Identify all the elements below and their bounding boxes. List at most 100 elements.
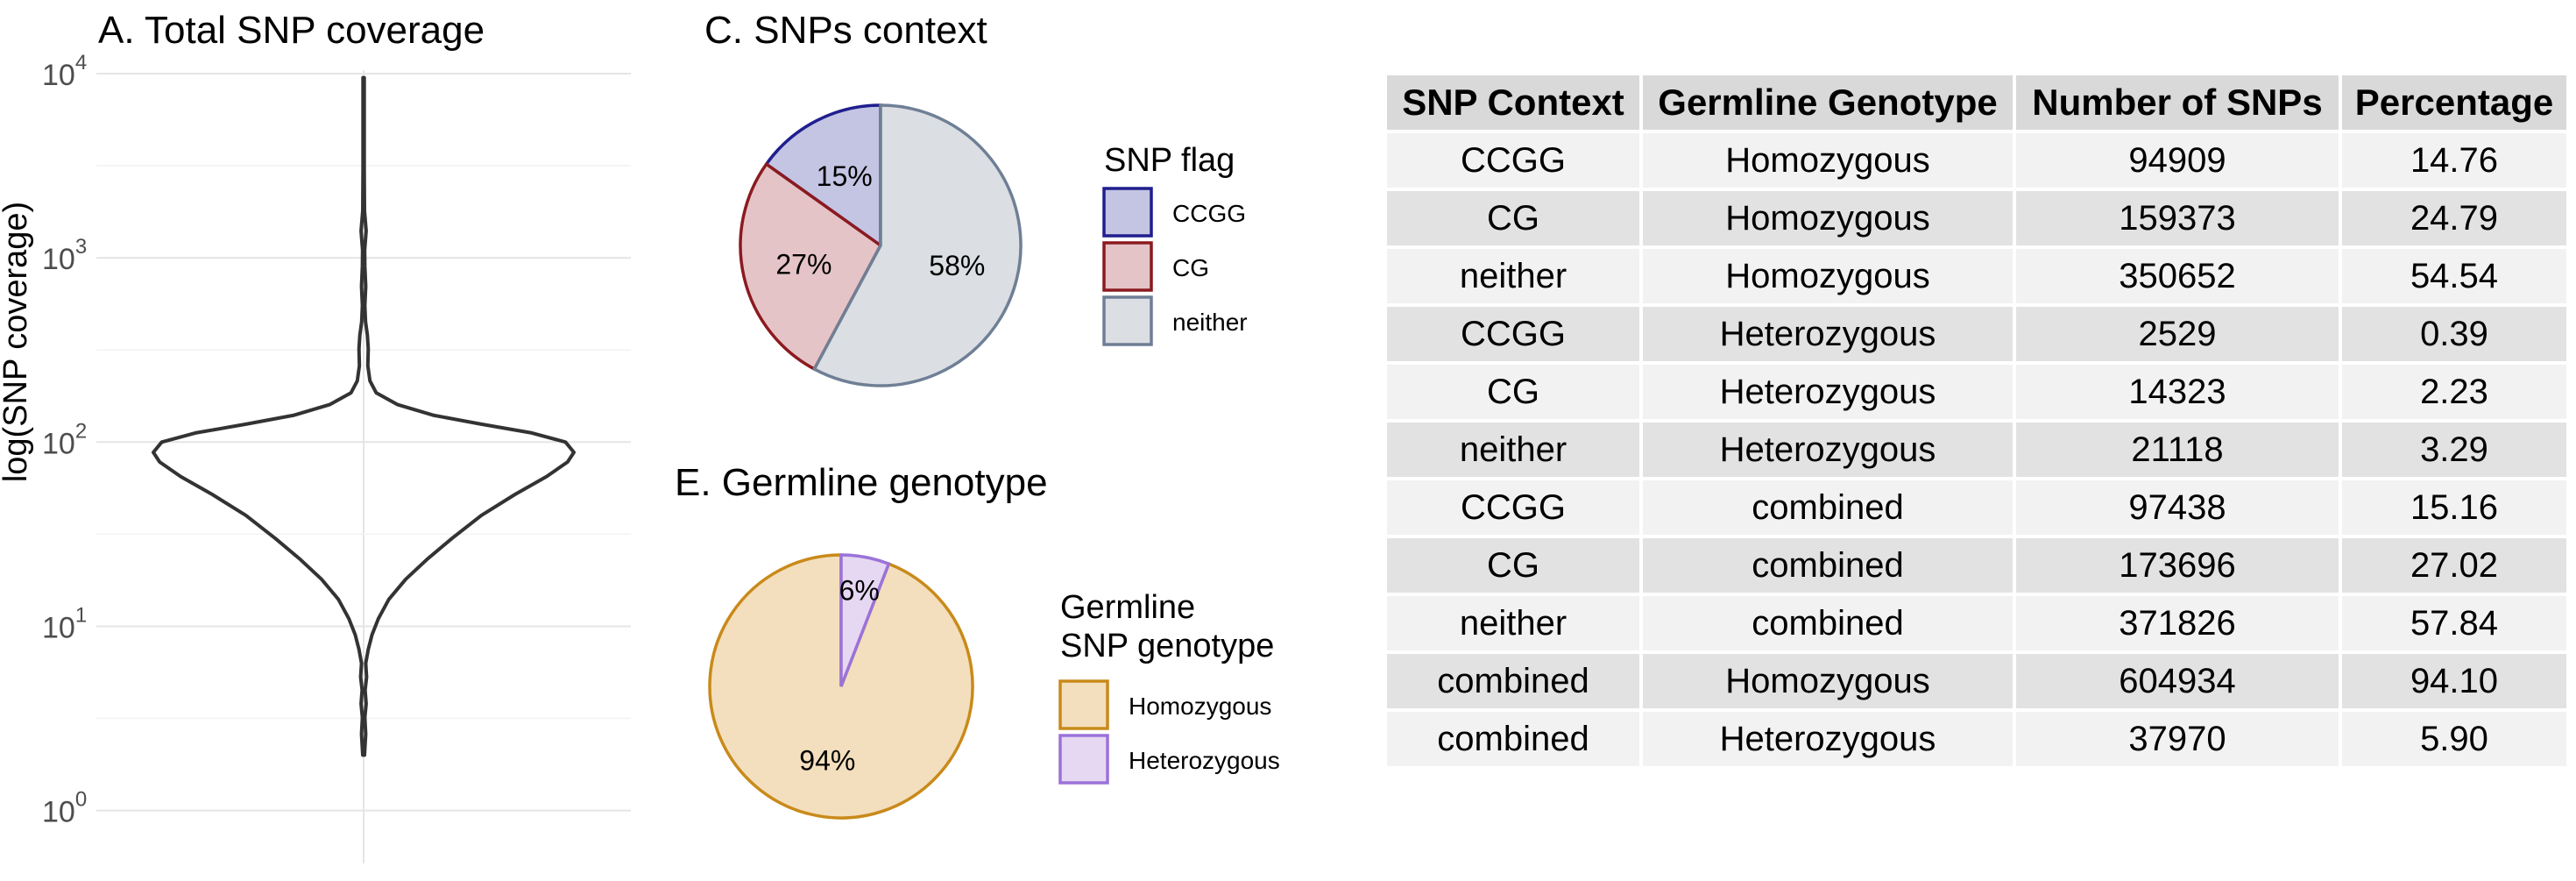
pie-genotype-slices bbox=[708, 553, 974, 820]
cell-context: CG bbox=[1384, 361, 1643, 423]
pie-genotype-legend-title-line1: Germline bbox=[1060, 589, 1195, 626]
cell-percentage: 2.23 bbox=[2339, 361, 2570, 423]
pie-genotype-title: E. Germline genotype bbox=[675, 461, 1048, 504]
cell-number: 14323 bbox=[2013, 361, 2342, 423]
pie-genotype-legend-label: Homozygous bbox=[1129, 693, 1271, 720]
pie-context-title: C. SNPs context bbox=[704, 9, 987, 52]
pie-context-slice-neither bbox=[812, 103, 1023, 387]
cell-context: combined bbox=[1384, 708, 1643, 770]
pie-context-legend-label: CG bbox=[1172, 254, 1209, 281]
pie-context-legend-swatch bbox=[1102, 295, 1153, 346]
cell-context: CG bbox=[1384, 188, 1643, 249]
violin-y-tick-label: 102 bbox=[42, 419, 87, 460]
pie-genotype-slice-label: 94% bbox=[799, 745, 855, 777]
violin-y-tick-label: 103 bbox=[42, 235, 87, 276]
cell-context: combined bbox=[1384, 650, 1643, 712]
pie-context-slices bbox=[739, 103, 1023, 387]
cell-number: 97438 bbox=[2013, 477, 2342, 538]
cell-genotype: Homozygous bbox=[1639, 130, 2016, 191]
pie-genotype-chart: 94% 6% Germline SNP genotype HomozygousHe… bbox=[708, 553, 1280, 820]
cell-genotype: Heterozygous bbox=[1639, 708, 2016, 770]
pie-context-slice-label: 15% bbox=[817, 160, 873, 192]
violin-y-axis-label: log(SNP coverage) bbox=[0, 202, 34, 482]
cell-context: CCGG bbox=[1384, 130, 1643, 191]
cell-percentage: 27.02 bbox=[2339, 535, 2570, 596]
cell-genotype: Homozygous bbox=[1639, 650, 2016, 712]
pie-context-legend: CCGG CG neither bbox=[1102, 187, 1248, 346]
cell-percentage: 0.39 bbox=[2339, 303, 2570, 365]
pie-context-slice-cg bbox=[739, 161, 883, 372]
pie-genotype-legend-label: Heterozygous bbox=[1129, 747, 1280, 774]
cell-number: 2529 bbox=[2013, 303, 2342, 365]
cell-number: 21118 bbox=[2013, 419, 2342, 480]
pie-context-legend-title: SNP flag bbox=[1104, 142, 1235, 179]
pie-context-chart: 15% 27% 58% SNP flag CCGG CG neither bbox=[739, 103, 1248, 387]
cell-context: neither bbox=[1384, 593, 1643, 654]
pie-context-legend-label: CCGG bbox=[1172, 200, 1246, 227]
pie-genotype-legend-swatch bbox=[1058, 734, 1109, 785]
header-snp-context: SNP Context bbox=[1384, 72, 1643, 133]
cell-number: 173696 bbox=[2013, 535, 2342, 596]
pie-genotype-legend-title-line2: SNP genotype bbox=[1060, 628, 1274, 664]
pie-genotype-legend-swatch bbox=[1058, 679, 1109, 730]
cell-number: 159373 bbox=[2013, 188, 2342, 249]
cell-genotype: combined bbox=[1639, 477, 2016, 538]
cell-context: CCGG bbox=[1384, 303, 1643, 365]
header-number-of-snps: Number of SNPs bbox=[2013, 72, 2342, 133]
cell-genotype: Heterozygous bbox=[1639, 419, 2016, 480]
pie-context-legend-swatch bbox=[1102, 241, 1153, 292]
cell-context: CCGG bbox=[1384, 477, 1643, 538]
header-germline-genotype: Germline Genotype bbox=[1639, 72, 2016, 133]
cell-genotype: combined bbox=[1639, 593, 2016, 654]
cell-percentage: 5.90 bbox=[2339, 708, 2570, 770]
pie-context-slice-label: 27% bbox=[775, 249, 832, 281]
snp-summary-table: SNP Context Germline Genotype Number of … bbox=[1384, 72, 2570, 770]
table-header-row: SNP Context Germline Genotype Number of … bbox=[1384, 72, 2570, 133]
violin-shape bbox=[152, 75, 576, 757]
violin-y-tick-label: 104 bbox=[42, 53, 87, 92]
pie-context-legend-label: neither bbox=[1172, 309, 1248, 336]
cell-context: neither bbox=[1384, 245, 1643, 307]
cell-number: 94909 bbox=[2013, 130, 2342, 191]
pie-genotype-labels: 94% 6% bbox=[799, 574, 880, 776]
cell-number: 371826 bbox=[2013, 593, 2342, 654]
pie-genotype-slice-heterozygous bbox=[839, 553, 891, 687]
cell-genotype: Heterozygous bbox=[1639, 303, 2016, 365]
cell-percentage: 57.84 bbox=[2339, 593, 2570, 654]
pie-context-slice-ccgg bbox=[764, 103, 882, 249]
cell-percentage: 54.54 bbox=[2339, 245, 2570, 307]
pie-context-slice-label: 58% bbox=[929, 250, 985, 281]
cell-number: 350652 bbox=[2013, 245, 2342, 307]
violin-title: A. Total SNP coverage bbox=[98, 9, 485, 52]
pie-context-legend-swatch bbox=[1102, 187, 1153, 238]
cell-genotype: combined bbox=[1639, 535, 2016, 596]
cell-percentage: 14.76 bbox=[2339, 130, 2570, 191]
cell-genotype: Heterozygous bbox=[1639, 361, 2016, 423]
cell-percentage: 94.10 bbox=[2339, 650, 2570, 712]
cell-context: CG bbox=[1384, 535, 1643, 596]
pie-genotype-slice-label: 6% bbox=[839, 574, 880, 606]
violin-y-tick-label: 100 bbox=[42, 788, 87, 829]
cell-number: 37970 bbox=[2013, 708, 2342, 770]
cell-number: 604934 bbox=[2013, 650, 2342, 712]
cell-percentage: 15.16 bbox=[2339, 477, 2570, 538]
cell-genotype: Homozygous bbox=[1639, 245, 2016, 307]
cell-percentage: 24.79 bbox=[2339, 188, 2570, 249]
cell-genotype: Homozygous bbox=[1639, 188, 2016, 249]
cell-context: neither bbox=[1384, 419, 1643, 480]
pie-context-labels: 15% 27% 58% bbox=[775, 160, 985, 281]
